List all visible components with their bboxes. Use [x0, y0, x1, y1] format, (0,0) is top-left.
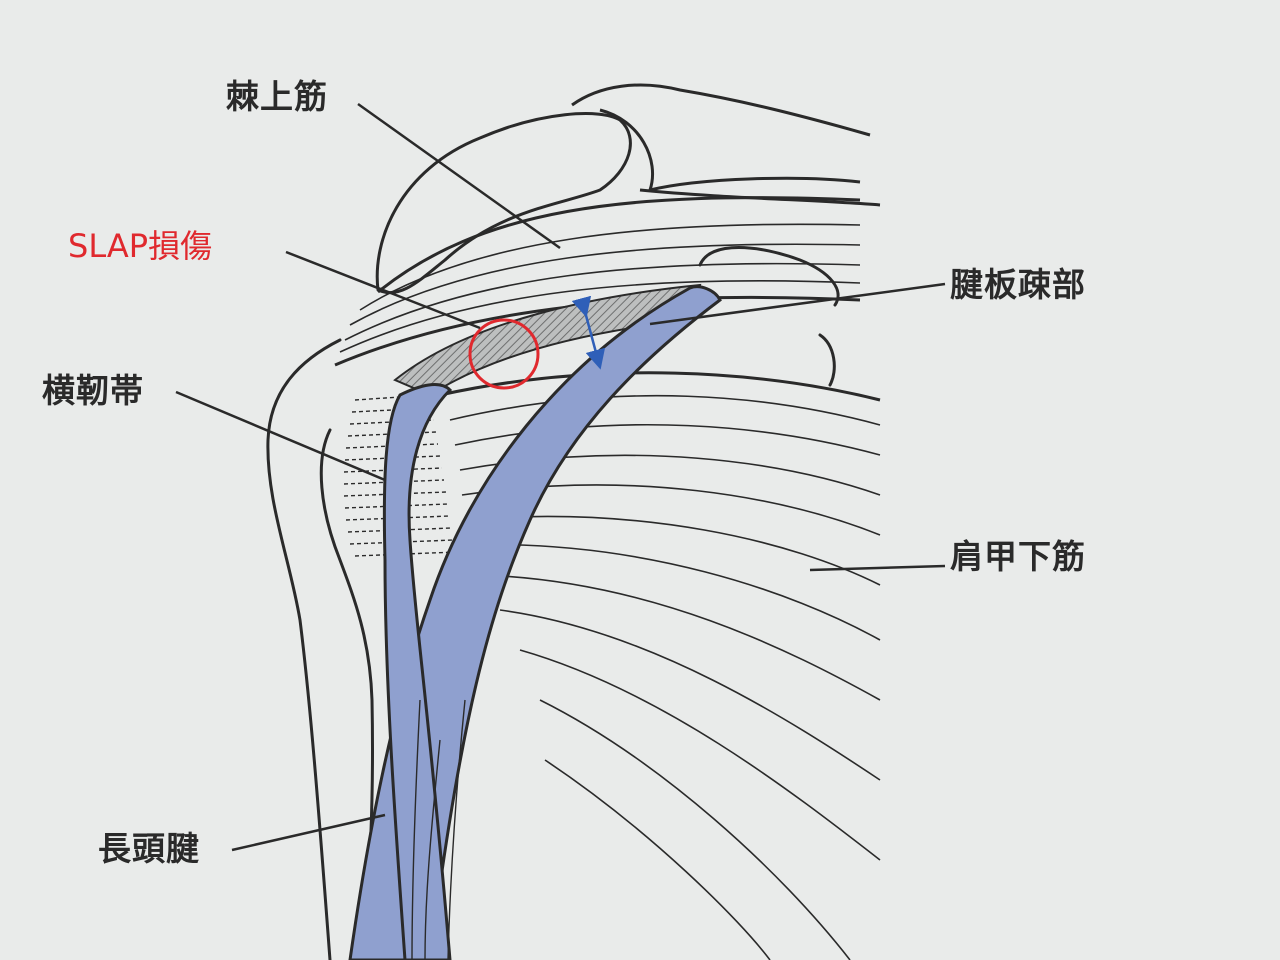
leader-subscapularis — [809, 564, 946, 572]
tendon-fibers — [411, 699, 466, 960]
label-subscapularis: 肩甲下筋 — [950, 537, 1086, 576]
label-transverse-ligament: 横靭帯 — [42, 371, 144, 410]
label-slap-lesion: SLAP損傷 — [68, 227, 213, 265]
leader-longhead — [231, 813, 386, 852]
leader-slap — [285, 250, 481, 330]
subscapularis-muscle — [439, 371, 881, 960]
leader-lines — [175, 102, 946, 852]
label-rotator-interval: 腱板疎部 — [950, 265, 1086, 304]
leader-interval — [649, 282, 946, 326]
label-long-head-tendon: 長頭腱 — [98, 829, 200, 868]
acromion-outline — [375, 83, 881, 295]
leader-supraspinatus — [357, 102, 561, 250]
supraspinatus-muscle — [334, 196, 861, 367]
interval-width-arrow — [571, 295, 606, 370]
leader-ligament — [175, 390, 386, 482]
label-supraspinatus: 棘上筋 — [226, 77, 328, 116]
biceps-short-segment — [382, 383, 453, 960]
slap-lesion-circle — [468, 318, 540, 390]
